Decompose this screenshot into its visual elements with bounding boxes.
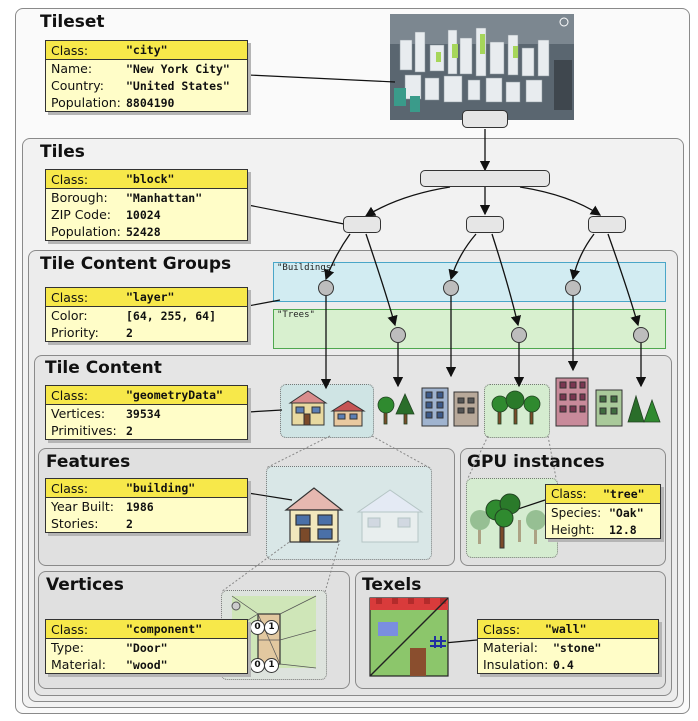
tile-root-node[interactable] — [420, 170, 550, 187]
class-key: Class: — [551, 487, 587, 501]
buildings-group-band: "Buildings" — [273, 262, 666, 302]
texel-wall-image — [369, 597, 449, 677]
class-key: Class: — [51, 387, 89, 403]
content-trees-icon-2 — [491, 390, 541, 425]
meta-key: Height: — [551, 522, 595, 537]
vertices-title: Vertices — [46, 575, 124, 595]
meta-value: 12.8 — [609, 522, 637, 537]
features-metadata-card: Class: "building" Year Built: 1986 Stories… — [45, 478, 248, 533]
class-value: "layer" — [126, 290, 175, 304]
class-value: "building" — [126, 481, 196, 495]
meta-key: Stories: — [51, 516, 99, 531]
meta-value: 1986 — [126, 499, 154, 514]
gpu-title: GPU instances — [467, 452, 605, 472]
tileset-metadata-card: Class: "city" Name: "New York City" Countr… — [45, 40, 248, 112]
gpu-trees-icon — [470, 493, 546, 549]
meta-key: Population: — [51, 224, 121, 239]
meta-value: 39534 — [126, 406, 161, 421]
meta-key: Insulation: — [483, 657, 549, 672]
class-value: "geometryData" — [126, 388, 223, 402]
feature-house-icon — [284, 487, 344, 543]
meta-key: Material: — [51, 657, 106, 672]
groups-metadata-card: Class: "layer" Color: [64, 255, 64] Priori… — [45, 287, 248, 342]
class-value: "wall" — [545, 622, 587, 636]
trees-group-label: "Trees" — [277, 310, 315, 320]
meta-key: Color: — [51, 308, 88, 323]
meta-key: Species: — [551, 505, 602, 520]
meta-value: 8804190 — [126, 95, 175, 110]
meta-value: "New York City" — [126, 61, 230, 76]
vertex-index-badge: 0 — [250, 620, 265, 635]
buildings-content-node[interactable] — [565, 280, 581, 296]
buildings-content-node[interactable] — [443, 280, 459, 296]
vertices-metadata-card: Class: "component" Type: "Door" Material: "… — [45, 619, 248, 674]
vertex-index-badge: 1 — [264, 620, 279, 635]
trees-group-band: "Trees" — [273, 309, 666, 349]
tile-child-node[interactable] — [343, 216, 381, 233]
class-value: "block" — [126, 172, 175, 186]
tile-child-node[interactable] — [588, 216, 626, 233]
meta-value: 2 — [126, 423, 133, 438]
content-offices-icon-2 — [555, 377, 623, 427]
texels-title: Texels — [362, 575, 422, 595]
tile-child-node[interactable] — [466, 216, 504, 233]
class-key: Class: — [51, 480, 89, 496]
trees-content-node[interactable] — [633, 327, 649, 343]
class-key: Class: — [51, 289, 89, 305]
gpu-metadata-card: Class: "tree" Species: "Oak" Height: 12.8 — [545, 484, 661, 539]
meta-value: "Oak" — [609, 505, 644, 520]
tileset-root-node[interactable] — [462, 110, 508, 128]
tiles-title: Tiles — [40, 142, 85, 162]
buildings-group-label: "Buildings" — [277, 263, 337, 273]
texels-metadata-card: Class: "wall" Material: "stone" Insulation… — [477, 619, 659, 674]
meta-value: 10024 — [126, 207, 161, 222]
meta-value: "wood" — [126, 657, 168, 672]
class-value: "city" — [126, 43, 168, 57]
class-value: "component" — [126, 622, 203, 636]
meta-key: Population: — [51, 95, 121, 110]
meta-key: Material: — [483, 640, 538, 655]
meta-value: 0.4 — [553, 657, 574, 672]
meta-key: Vertices: — [51, 406, 106, 421]
meta-value: "stone" — [553, 640, 602, 655]
meta-key: Primitives: — [51, 423, 117, 438]
trees-content-node[interactable] — [390, 327, 406, 343]
content-trees-icon-1 — [377, 393, 415, 425]
vertex-index-badge: 1 — [264, 658, 279, 673]
features-title: Features — [46, 452, 131, 472]
class-key: Class: — [51, 171, 89, 187]
class-key: Class: — [483, 621, 521, 637]
tileset-title: Tileset — [40, 12, 105, 32]
meta-key: Borough: — [51, 190, 108, 205]
groups-title: Tile Content Groups — [40, 254, 232, 274]
vertex-index-badge: 0 — [250, 658, 265, 673]
meta-key: Name: — [51, 61, 93, 76]
meta-key: Priority: — [51, 325, 99, 340]
feature-ghost-house-icon — [356, 489, 424, 543]
meta-value: 2 — [126, 325, 133, 340]
class-value: "tree" — [603, 487, 645, 501]
content-offices-icon-1 — [421, 387, 479, 427]
content-houses-icon — [288, 390, 366, 427]
meta-key: Year Built: — [51, 499, 114, 514]
content-metadata-card: Class: "geometryData" Vertices: 39534 Prim… — [45, 385, 248, 440]
meta-value: "Manhattan" — [126, 190, 203, 205]
class-key: Class: — [51, 42, 89, 58]
tiles-metadata-card: Class: "block" Borough: "Manhattan" ZIP Co… — [45, 169, 248, 241]
content-title: Tile Content — [45, 358, 162, 378]
content-trees-icon-3 — [627, 394, 661, 423]
meta-value: [64, 255, 64] — [126, 308, 217, 323]
meta-key: ZIP Code: — [51, 207, 111, 222]
city-render-image — [390, 14, 574, 120]
meta-key: Country: — [51, 78, 104, 93]
meta-value: "United States" — [126, 78, 230, 93]
meta-value: 2 — [126, 516, 133, 531]
meta-value: "Door" — [126, 640, 168, 655]
buildings-content-node[interactable] — [318, 280, 334, 296]
class-key: Class: — [51, 621, 89, 637]
trees-content-node[interactable] — [511, 327, 527, 343]
meta-key: Type: — [51, 640, 84, 655]
meta-value: 52428 — [126, 224, 161, 239]
